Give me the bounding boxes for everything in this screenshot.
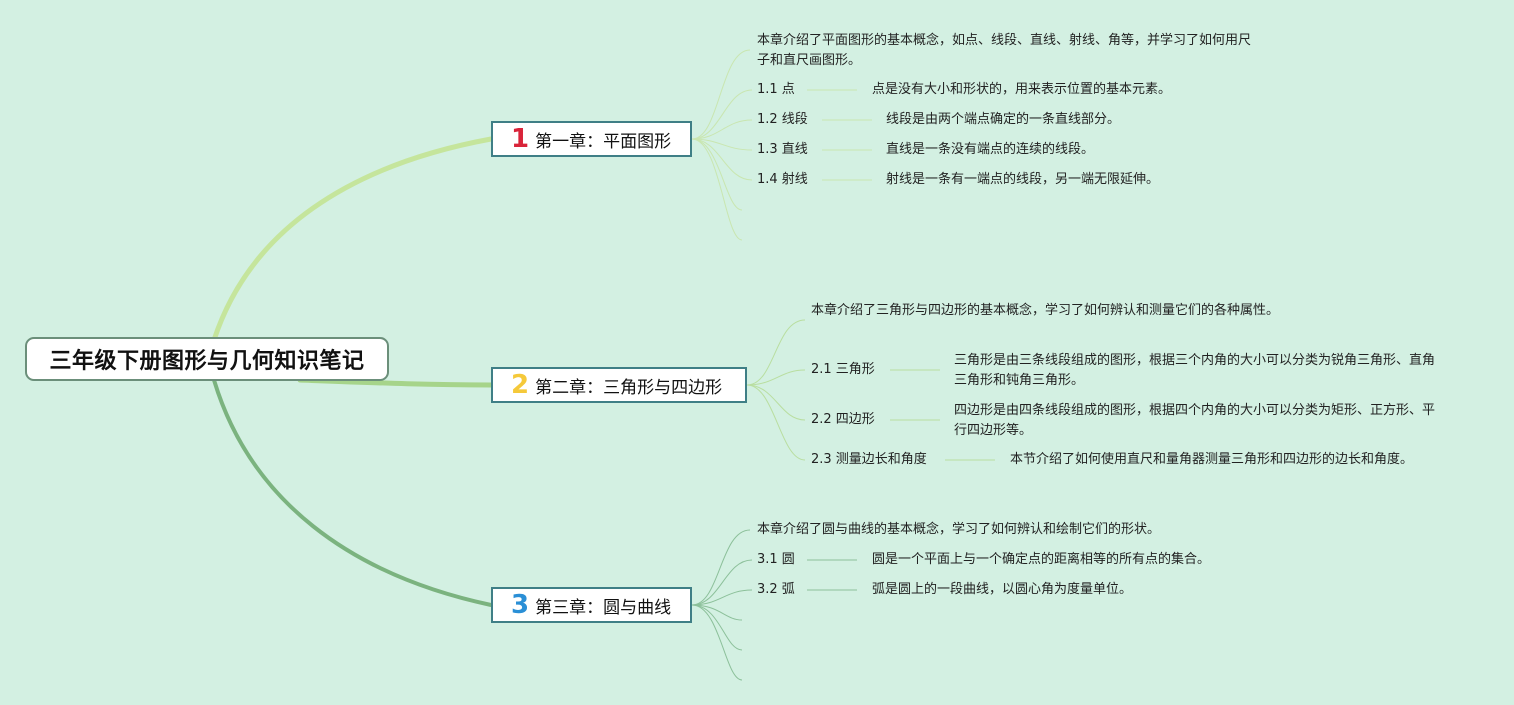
root-title: 三年级下册图形与几何知识笔记 bbox=[49, 349, 365, 374]
topic-2-2-desc[interactable]: 四边形是由四条线段组成的图形，根据四个内角的大小可以分类为矩形、正方形、平行四边… bbox=[954, 403, 1436, 438]
chapter-3-title: 第三章：圆与曲线 bbox=[535, 597, 672, 618]
chapter-3-fan bbox=[691, 529, 857, 681]
chapter-2-title: 第二章：三角形与四边形 bbox=[535, 377, 723, 398]
topic-3-1-label[interactable]: 3.1 圆 bbox=[757, 552, 795, 567]
chapter-3-summary[interactable]: 本章介绍了圆与曲线的基本概念，学习了如何辨认和绘制它们的形状。 bbox=[757, 522, 1161, 537]
chapter-1-title: 第一章：平面图形 bbox=[535, 131, 672, 152]
topic-3-2-desc[interactable]: 弧是圆上的一段曲线，以圆心角为度量单位。 bbox=[872, 582, 1133, 597]
topic-2-1-desc[interactable]: 三角形是由三条线段组成的图形，根据三个内角的大小可以分类为锐角三角形、直角三角形… bbox=[954, 353, 1436, 388]
topic-1-3-label[interactable]: 1.3 直线 bbox=[757, 142, 808, 157]
chapter-1-node[interactable]: 1 第一章：平面图形 bbox=[491, 121, 692, 157]
chapter-1-fan bbox=[691, 49, 872, 241]
topic-3-2-label[interactable]: 3.2 弧 bbox=[757, 582, 795, 597]
topic-2-3-desc[interactable]: 本节介绍了如何使用直尺和量角器测量三角形和四边形的边长和角度。 bbox=[1010, 452, 1414, 467]
topic-1-1-desc[interactable]: 点是没有大小和形状的，用来表示位置的基本元素。 bbox=[872, 82, 1172, 97]
chapter-2-fan bbox=[746, 319, 995, 461]
topic-2-1-label[interactable]: 2.1 三角形 bbox=[811, 362, 875, 377]
number-2-icon: 2 bbox=[511, 370, 530, 400]
chapter-1-summary[interactable]: 本章介绍了平面图形的基本概念，如点、线段、直线、射线、角等，并学习了如何用尺子和… bbox=[757, 33, 1252, 68]
topic-1-2-desc[interactable]: 线段是由两个端点确定的一条直线部分。 bbox=[886, 112, 1121, 127]
topic-2-2-label[interactable]: 2.2 四边形 bbox=[811, 412, 875, 427]
chapter-2-node[interactable]: 2 第二章：三角形与四边形 bbox=[491, 367, 747, 403]
branch-chapter-2 bbox=[297, 377, 494, 388]
topic-1-4-desc[interactable]: 射线是一条有一端点的线段，另一端无限延伸。 bbox=[886, 172, 1160, 187]
topic-1-1-label[interactable]: 1.1 点 bbox=[757, 82, 795, 97]
topic-1-4-label[interactable]: 1.4 射线 bbox=[757, 172, 808, 187]
topic-1-3-desc[interactable]: 直线是一条没有端点的连续的线段。 bbox=[886, 142, 1095, 157]
topic-3-1-desc[interactable]: 圆是一个平面上与一个确定点的距离相等的所有点的集合。 bbox=[872, 552, 1211, 567]
number-1-icon: 1 bbox=[511, 124, 530, 154]
branch-chapter-3 bbox=[212, 378, 493, 607]
topic-1-2-label[interactable]: 1.2 线段 bbox=[757, 112, 808, 127]
number-3-icon: 3 bbox=[511, 590, 530, 620]
branch-chapter-1 bbox=[211, 136, 494, 343]
root-node[interactable]: 三年级下册图形与几何知识笔记 bbox=[25, 337, 389, 381]
topic-2-3-label[interactable]: 2.3 测量边长和角度 bbox=[811, 452, 927, 467]
chapter-2-summary[interactable]: 本章介绍了三角形与四边形的基本概念，学习了如何辨认和测量它们的各种属性。 bbox=[811, 303, 1280, 318]
chapter-3-node[interactable]: 3 第三章：圆与曲线 bbox=[491, 587, 692, 623]
